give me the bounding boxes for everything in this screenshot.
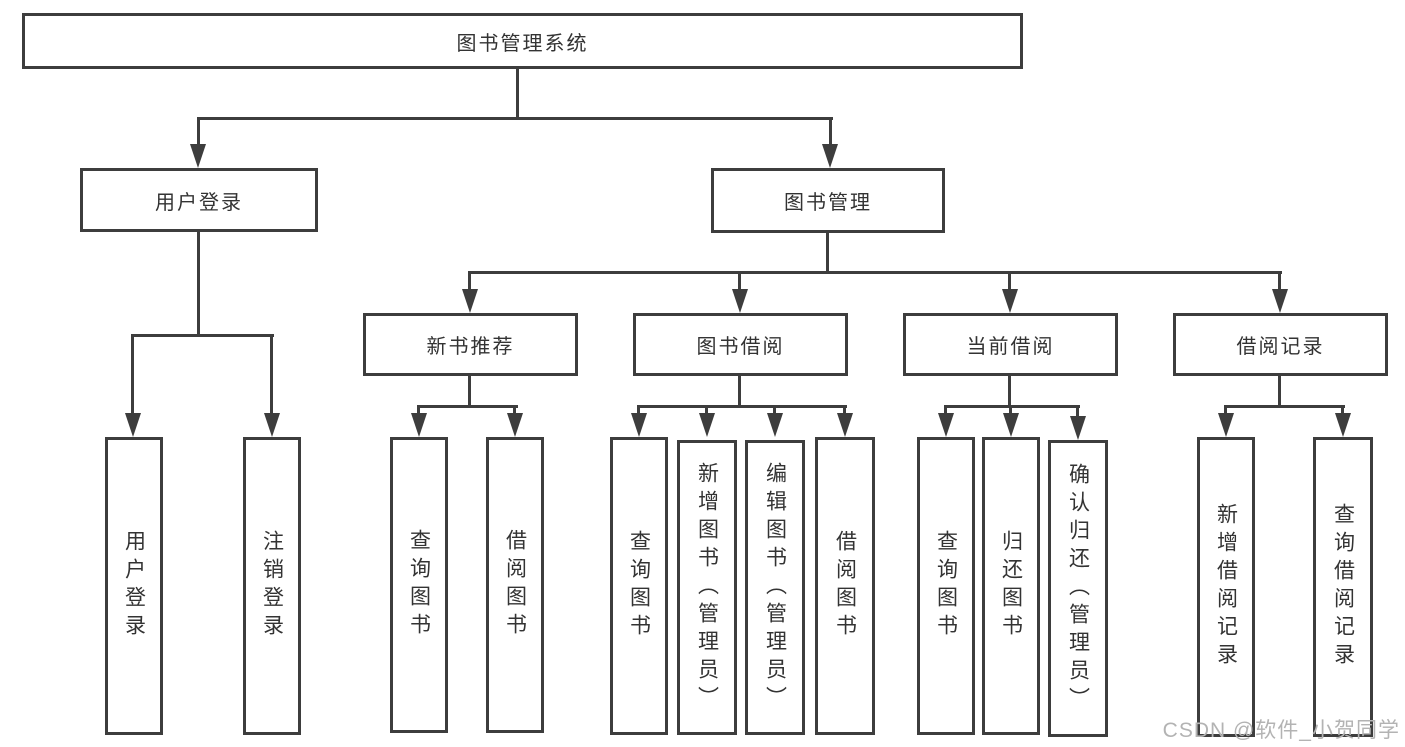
connector-line (417, 407, 420, 416)
arrowhead-down-icon (125, 413, 141, 437)
arrowhead-down-icon (462, 289, 478, 313)
node-book-borrow: 图书借阅 (633, 313, 848, 376)
connector-line (131, 334, 274, 337)
connector-line (468, 376, 471, 407)
connector-line (944, 405, 1080, 408)
node-leaf-add-record: 新增借阅记录 (1197, 437, 1255, 737)
connector-line (1076, 407, 1079, 416)
connector-line (1278, 376, 1281, 407)
node-borrow-record: 借阅记录 (1173, 313, 1388, 376)
watermark: CSDN @软件_小贺同学 (1162, 719, 1400, 742)
node-leaf-query-book-1: 查询图书 (390, 437, 448, 733)
arrowhead-down-icon (411, 413, 427, 437)
connector-line (705, 407, 708, 416)
connector-line (826, 233, 829, 273)
arrowhead-down-icon (631, 413, 647, 437)
connector-line (270, 336, 273, 416)
node-new-book-recommend: 新书推荐 (363, 313, 578, 376)
connector-line (197, 232, 200, 336)
arrowhead-down-icon (732, 289, 748, 313)
node-leaf-borrow-book-2: 借阅图书 (815, 437, 875, 735)
arrowhead-down-icon (1335, 413, 1351, 437)
node-leaf-query-record: 查询借阅记录 (1313, 437, 1373, 737)
arrowhead-down-icon (1070, 416, 1086, 440)
connector-line (468, 271, 1282, 274)
connector-line (1224, 405, 1345, 408)
node-user-login: 用户登录 (80, 168, 318, 232)
connector-line (1341, 407, 1344, 416)
node-leaf-return-book: 归还图书 (982, 437, 1040, 735)
arrowhead-down-icon (1002, 289, 1018, 313)
node-leaf-confirm-return: 确认归还（管理员） (1048, 440, 1108, 737)
connector-line (131, 336, 134, 416)
connector-line (1008, 376, 1011, 407)
connector-line (197, 117, 833, 120)
arrowhead-down-icon (507, 413, 523, 437)
connector-line (773, 407, 776, 416)
connector-line (1008, 273, 1011, 291)
connector-line (738, 273, 741, 291)
connector-line (829, 119, 832, 147)
node-current-borrow: 当前借阅 (903, 313, 1118, 376)
node-root: 图书管理系统 (22, 13, 1023, 69)
connector-line (516, 69, 519, 120)
connector-line (513, 407, 516, 416)
node-leaf-edit-book: 编辑图书（管理员） (745, 440, 805, 735)
arrowhead-down-icon (822, 144, 838, 168)
node-leaf-logout: 注销登录 (243, 437, 301, 735)
connector-line (197, 119, 200, 147)
arrowhead-down-icon (767, 413, 783, 437)
connector-line (637, 407, 640, 416)
connector-line (843, 407, 846, 416)
connector-line (738, 376, 741, 407)
connector-line (637, 405, 847, 408)
arrowhead-down-icon (938, 413, 954, 437)
node-leaf-add-book: 新增图书（管理员） (677, 440, 737, 735)
connector-line (1278, 273, 1281, 291)
connector-line (944, 407, 947, 416)
arrowhead-down-icon (1218, 413, 1234, 437)
arrowhead-down-icon (699, 413, 715, 437)
node-leaf-borrow-book-1: 借阅图书 (486, 437, 544, 733)
node-leaf-query-book-2: 查询图书 (610, 437, 668, 735)
node-book-management: 图书管理 (711, 168, 945, 233)
arrowhead-down-icon (1272, 289, 1288, 313)
connector-line (1224, 407, 1227, 416)
connector-line (1009, 407, 1012, 416)
connector-line (468, 273, 471, 291)
arrowhead-down-icon (1003, 413, 1019, 437)
arrowhead-down-icon (264, 413, 280, 437)
arrowhead-down-icon (190, 144, 206, 168)
node-leaf-user-login: 用户登录 (105, 437, 163, 735)
connector-line (417, 405, 518, 408)
arrowhead-down-icon (837, 413, 853, 437)
node-leaf-query-book-3: 查询图书 (917, 437, 975, 735)
